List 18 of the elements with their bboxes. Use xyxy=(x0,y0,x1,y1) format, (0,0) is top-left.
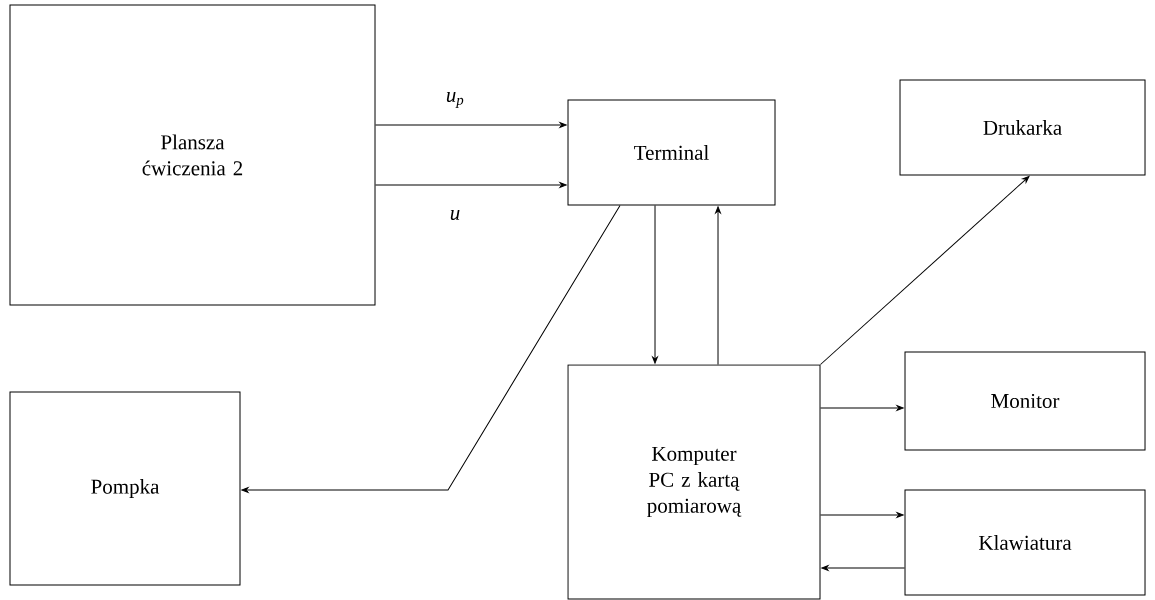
arrow xyxy=(820,512,904,518)
arrow xyxy=(375,182,567,188)
arrow xyxy=(820,405,904,411)
arrow xyxy=(375,122,567,128)
computer-box: Komputer PC z kartą pomiarową xyxy=(567,364,821,600)
arrow xyxy=(715,206,721,365)
arrow xyxy=(821,565,905,571)
pump-box: Pompka xyxy=(9,391,241,586)
arrow xyxy=(820,175,1030,365)
printer-box: Drukarka xyxy=(899,79,1146,176)
terminal-box: Terminal xyxy=(567,99,776,206)
board-box: Plansza ćwiczenia 2 xyxy=(9,4,376,306)
arrow xyxy=(652,205,658,364)
keyboard-box: Klawiatura xyxy=(904,489,1146,596)
edge-label: u xyxy=(448,209,462,221)
arrow xyxy=(241,205,621,493)
monitor-box: Monitor xyxy=(904,351,1146,451)
edge-label: u$_{p}$ xyxy=(444,91,466,109)
